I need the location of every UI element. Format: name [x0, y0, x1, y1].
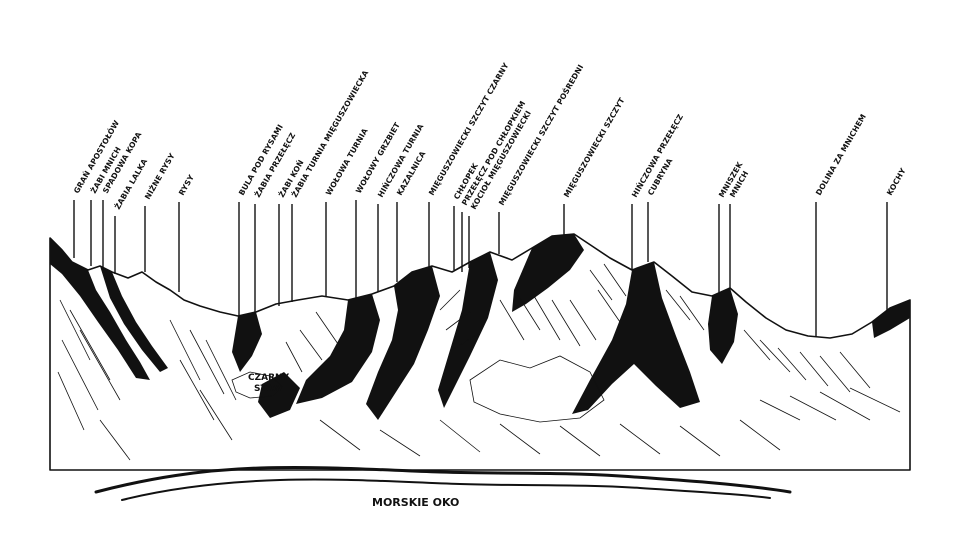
czarny-staw-label-line1: CZARNY — [248, 373, 290, 383]
peak-label-kochy: KOCHY — [885, 166, 908, 197]
lake-label: MORSKIE OKO — [372, 496, 459, 509]
morskie-oko-shore — [94, 465, 792, 494]
peak-label-nizne-rysy: NIŻNE RYSY — [143, 151, 177, 201]
czarny-staw-outline — [231, 371, 283, 399]
shadow-wolowa — [296, 294, 380, 404]
shadow-mnich — [708, 288, 738, 364]
peak-labels: GRAŃ APOSTOŁÓW ŻABI MNICH SPADOWA KOPA Ż… — [72, 61, 908, 211]
peak-label-mieguszowiecki-szczyt: MIĘGUSZOWIECKI SZCZYT — [562, 96, 627, 199]
czarny-staw-label-line2: STAW — [254, 384, 282, 394]
shadow-left-wall — [50, 238, 150, 380]
mountain-illustration — [49, 233, 911, 471]
shadow-mieguszowiecki — [512, 234, 584, 312]
leader-lines — [73, 200, 888, 336]
lake-shoreline — [94, 465, 792, 501]
peak-label-rysy: RYSY — [177, 173, 196, 197]
peak-label-przelecz-pod-chlopkiem: PRZEŁĘCZ POD CHŁOPKIEM — [460, 99, 527, 207]
cirque-outline — [469, 355, 605, 423]
shadow-kazalnica — [366, 266, 440, 420]
shadow-zabi-kon — [232, 312, 262, 372]
shadow-rysy-gully — [100, 266, 168, 372]
rock-hatching — [57, 263, 901, 461]
shadow-kochy — [872, 300, 910, 338]
shadow-cubryna — [572, 262, 700, 414]
peak-label-dolina-za-mnichem: DOLINA ZA MNICHEM — [814, 112, 868, 197]
czarny-staw-label: CZARNY STAW — [248, 373, 290, 394]
shadow-czarny-staw-wall — [258, 372, 300, 418]
morskie-oko-shore-front — [121, 478, 771, 501]
shadow-chlopek — [438, 252, 498, 408]
